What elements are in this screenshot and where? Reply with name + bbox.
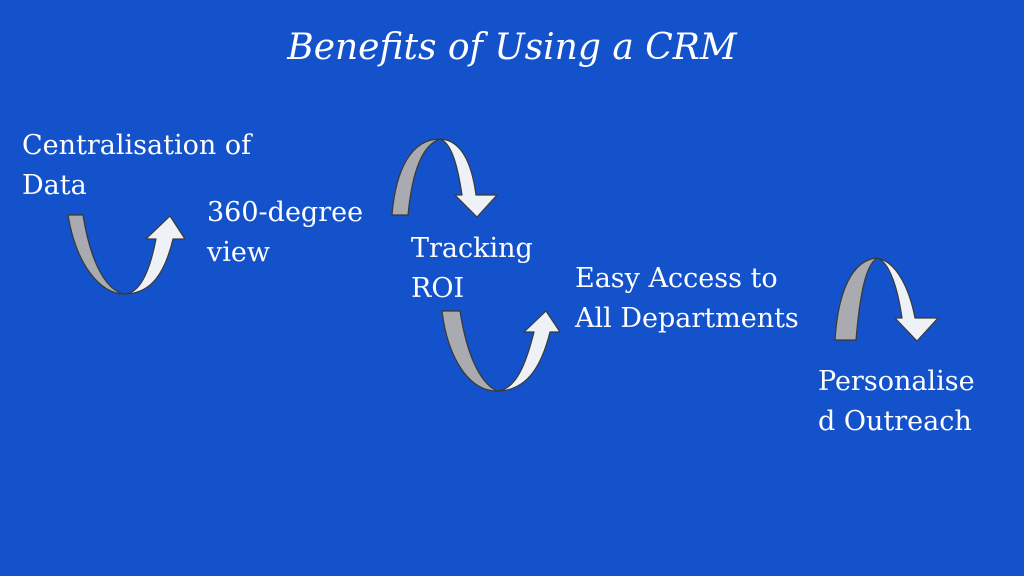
step-label-line: d Outreach [818, 406, 972, 437]
step-label-line: Personalise [818, 366, 975, 397]
step-360-degree-view: 360-degree view [207, 193, 363, 273]
step-label-line: Easy Access to [575, 263, 778, 294]
step-label-line: Data [22, 170, 87, 201]
step-centralisation-of-data: Centralisation of Data [22, 126, 251, 206]
curved-up-arrow-icon [67, 214, 186, 295]
step-label-line: ROI [411, 273, 465, 304]
step-label-line: Centralisation of [22, 130, 252, 161]
slide-title: Benefits of Using a CRM [287, 27, 737, 68]
curved-down-arrow-icon [834, 257, 939, 342]
step-tracking-roi: Tracking ROI [411, 229, 533, 309]
step-personalised-outreach: Personalise d Outreach [818, 362, 975, 442]
step-label-line: 360-degree [207, 197, 364, 228]
curved-up-arrow-icon [441, 310, 561, 392]
step-label-line: Tracking [411, 233, 533, 264]
step-label-line: All Departments [575, 303, 799, 334]
step-label-line: view [207, 237, 270, 268]
step-easy-access-to-all-departments: Easy Access to All Departments [575, 259, 799, 339]
curved-down-arrow-icon [391, 138, 498, 218]
